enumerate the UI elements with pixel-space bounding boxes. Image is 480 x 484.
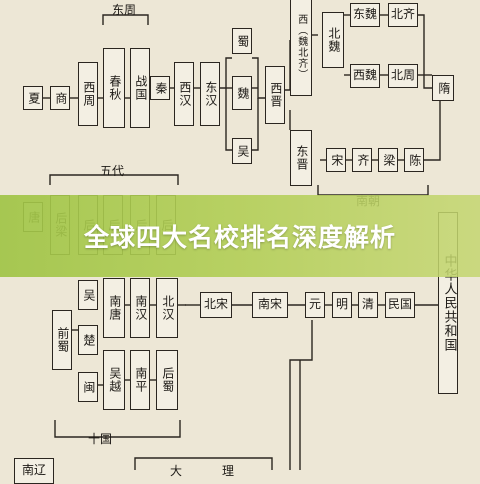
node-ming: 明 bbox=[332, 292, 352, 318]
node-beizhou: 北周 bbox=[388, 64, 418, 88]
node-xihan: 西汉 bbox=[174, 62, 194, 126]
node-xiwei: 西魏 bbox=[350, 64, 380, 88]
headline-text: 全球四大名校排名深度解析 bbox=[83, 223, 396, 252]
node-beihan: 北汉 bbox=[156, 278, 178, 338]
node-xiwei-note: 西（魏北齐） bbox=[290, 0, 312, 96]
label-shiguo: 十国 bbox=[88, 432, 113, 446]
node-beiqi: 北齐 bbox=[388, 3, 418, 27]
node-nanping: 南平 bbox=[130, 350, 150, 410]
node-wei: 魏 bbox=[232, 76, 252, 110]
node-wuyue: 吴越 bbox=[103, 350, 125, 410]
node-qin: 秦 bbox=[150, 76, 170, 100]
node-qi: 齐 bbox=[352, 148, 372, 172]
node-chu: 楚 bbox=[78, 325, 98, 355]
headline-banner: 全球四大名校排名深度解析 bbox=[0, 195, 480, 277]
node-nanhan: 南汉 bbox=[130, 278, 150, 338]
node-chen: 陈 bbox=[404, 148, 424, 172]
node-xia: 夏 bbox=[23, 86, 43, 110]
node-houshu: 后蜀 bbox=[156, 350, 178, 410]
label-dongzhou: 东周 bbox=[112, 3, 137, 17]
node-dongwei: 东魏 bbox=[350, 3, 380, 27]
label-wudai: 五代 bbox=[100, 164, 125, 178]
node-nansong: 南宋 bbox=[252, 292, 288, 318]
label-dali: 大理 bbox=[170, 464, 275, 478]
node-song: 宋 bbox=[326, 148, 346, 172]
node-liang: 梁 bbox=[378, 148, 398, 172]
node-dongjin: 东晋 bbox=[290, 130, 312, 186]
node-donghan: 东汉 bbox=[200, 62, 220, 126]
node-beiwei: 北魏 bbox=[322, 12, 344, 68]
node-sui: 隋 bbox=[432, 75, 454, 101]
node-zhanguo: 战国 bbox=[130, 48, 150, 128]
node-xizhou: 西周 bbox=[78, 62, 98, 126]
node-wu-ten: 吴 bbox=[78, 280, 98, 310]
node-shang: 商 bbox=[50, 86, 70, 110]
node-qing: 清 bbox=[358, 292, 378, 318]
node-min: 闽 bbox=[78, 372, 98, 402]
node-nantang: 南唐 bbox=[103, 278, 125, 338]
node-xijin: 西晋 bbox=[265, 66, 285, 124]
node-chunqiu: 春秋 bbox=[103, 48, 125, 128]
node-minguo: 民国 bbox=[385, 292, 415, 318]
node-nanliao: 南辽 bbox=[14, 458, 54, 484]
node-wu: 吴 bbox=[232, 138, 252, 164]
node-qianshu: 前蜀 bbox=[52, 310, 72, 370]
node-yuan: 元 bbox=[305, 292, 325, 318]
node-shu: 蜀 bbox=[232, 28, 252, 54]
node-beisong: 北宋 bbox=[200, 292, 232, 318]
